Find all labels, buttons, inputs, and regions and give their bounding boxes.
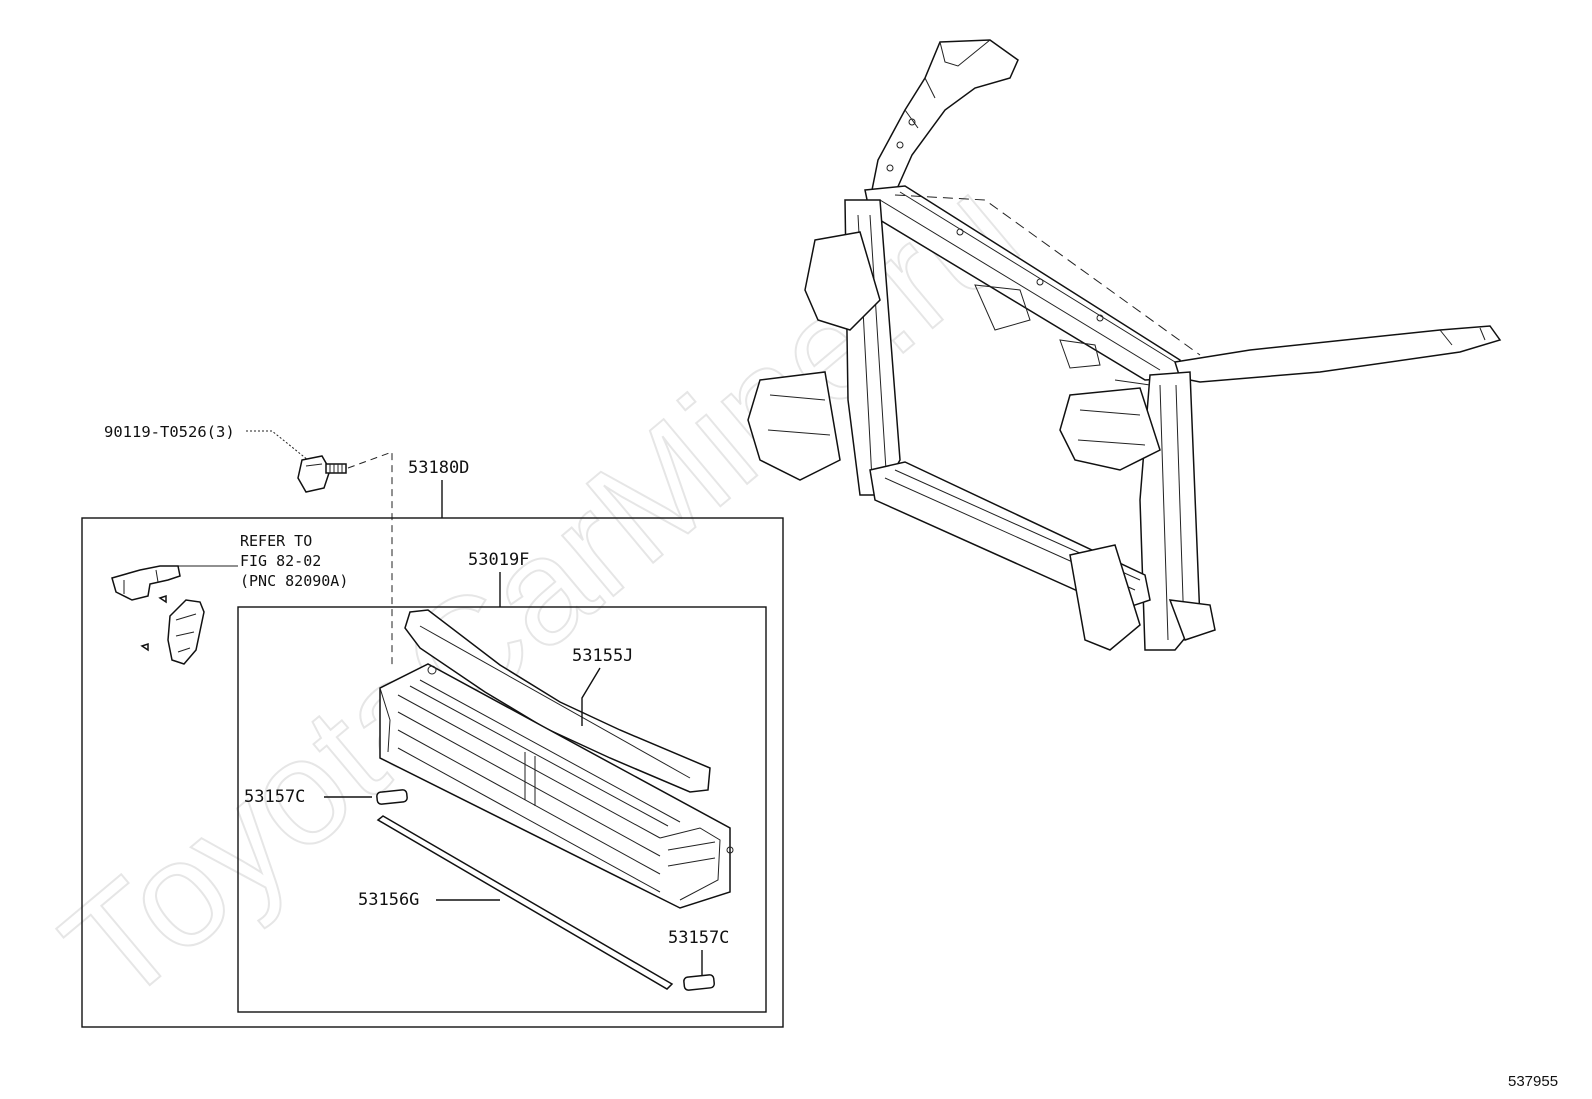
assembly-outer-box bbox=[81, 517, 784, 1028]
right-small-seal-icon bbox=[683, 974, 716, 991]
lower-long-seal-part-number: 53156G bbox=[358, 890, 419, 910]
bolt-part-number: 90119-T0526(3) bbox=[104, 423, 235, 441]
left-small-seal-icon bbox=[376, 789, 408, 805]
shutter-part-number: 53019F bbox=[468, 550, 529, 570]
bolt-assembly-dashed-line bbox=[347, 451, 393, 665]
assembly-part-number: 53180D bbox=[408, 458, 469, 478]
figure-number: 537955 bbox=[1508, 1073, 1558, 1090]
bolt-icon bbox=[297, 455, 347, 493]
refer-note-line3: (PNC 82090A) bbox=[240, 572, 348, 590]
actuator-icon bbox=[111, 565, 205, 665]
refer-note-line2: FIG 82-02 bbox=[240, 552, 321, 570]
shutter-inner-box bbox=[237, 606, 767, 1013]
upper-seal-icon bbox=[404, 609, 711, 793]
bolt-leader-line bbox=[246, 430, 309, 461]
lower-long-seal-icon bbox=[376, 815, 674, 990]
refer-note-line1: REFER TO bbox=[240, 532, 312, 550]
upper-seal-part-number: 53155J bbox=[572, 646, 633, 666]
right-small-seal-part-number: 53157C bbox=[668, 928, 729, 948]
shutter-grille-icon bbox=[379, 663, 734, 909]
upper-seal-leader bbox=[581, 667, 601, 726]
left-small-seal-part-number: 53157C bbox=[244, 787, 305, 807]
watermark: ToyotaCarMine.ru bbox=[33, 145, 1048, 1035]
radiator-support-drawing bbox=[747, 39, 1502, 651]
